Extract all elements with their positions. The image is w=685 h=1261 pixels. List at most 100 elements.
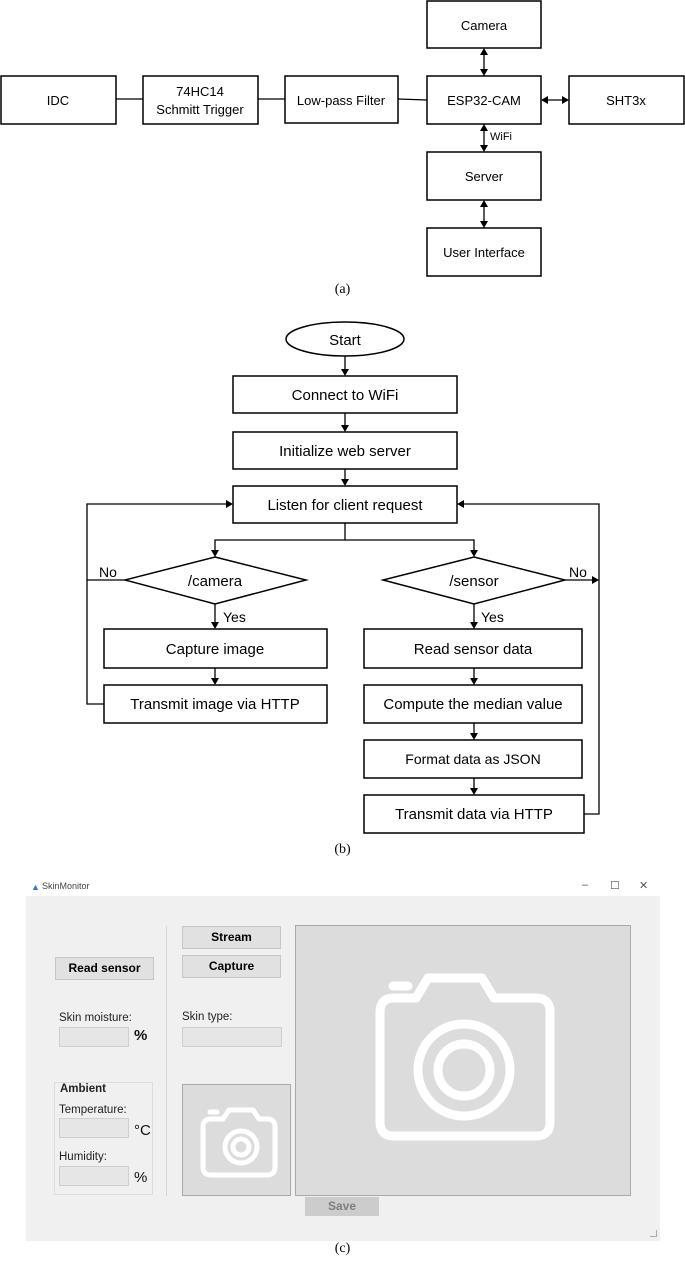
node-transmit-image-label: Transmit image via HTTP: [130, 696, 299, 713]
arrowhead: [341, 425, 349, 432]
capture-button[interactable]: Capture: [182, 955, 281, 978]
title-bar: ▲ SkinMonitor – ☐ ✕: [26, 876, 660, 896]
arrowhead: [562, 96, 569, 104]
node-init-server: Initialize web server: [232, 431, 458, 470]
temperature-unit: °C: [134, 1122, 151, 1139]
camera-preview: [295, 925, 631, 1196]
flowchart: Start Connect to WiFi Initialize web ser…: [86, 321, 600, 834]
node-user-interface: User Interface: [426, 227, 542, 277]
node-server-label: Server: [465, 169, 504, 184]
camera-placeholder-icon: [200, 1107, 278, 1178]
arrowhead: [457, 500, 464, 508]
edge-listen-split: [214, 523, 346, 553]
save-button[interactable]: Save: [305, 1197, 379, 1216]
arrowhead: [480, 124, 488, 131]
node-read-sensor-label: Read sensor data: [414, 641, 533, 658]
skin-type-field[interactable]: [182, 1027, 282, 1047]
arrowhead: [480, 221, 488, 228]
skin-moisture-field[interactable]: [59, 1027, 129, 1047]
caption-c: (c): [334, 1241, 351, 1256]
maximize-button[interactable]: ☐: [610, 880, 620, 892]
arrowhead: [470, 550, 478, 557]
skin-moisture-label: Skin moisture:: [59, 1012, 132, 1024]
node-sensor-decision: /sensor: [380, 556, 568, 605]
read-sensor-button[interactable]: Read sensor: [55, 957, 154, 980]
node-start: Start: [285, 321, 405, 357]
ambient-title: Ambient: [60, 1083, 106, 1095]
label-no-left: No: [99, 564, 117, 580]
humidity-label: Humidity:: [59, 1151, 107, 1163]
block-diagram-edges: [116, 48, 569, 228]
arrowhead: [211, 550, 219, 557]
minimize-button[interactable]: –: [582, 879, 589, 891]
stream-button[interactable]: Stream: [182, 926, 281, 949]
ambient-group: [54, 1082, 153, 1195]
column-divider: [166, 926, 167, 1196]
arrowhead: [470, 678, 478, 685]
node-listen-label: Listen for client request: [267, 497, 423, 514]
node-read-sensor: Read sensor data: [363, 628, 583, 669]
node-json-label: Format data as JSON: [405, 751, 540, 767]
arrowhead: [470, 622, 478, 629]
arrowhead: [211, 622, 219, 629]
node-listen: Listen for client request: [232, 485, 458, 524]
arrowhead: [470, 733, 478, 740]
block-diagram: Camera IDC 74HC14 Schmitt Trigger Low-pa…: [0, 0, 685, 277]
label-yes-right: Yes: [481, 609, 504, 625]
node-schmitt-trigger: 74HC14 Schmitt Trigger: [142, 75, 259, 125]
node-format-json: Format data as JSON: [363, 739, 583, 779]
arrowhead: [592, 576, 599, 584]
edge-camera-loop: [86, 503, 228, 705]
node-camera-label: Camera: [461, 18, 508, 33]
node-idc-label: IDC: [47, 93, 69, 108]
node-camera-decision: /camera: [122, 556, 309, 605]
temperature-field[interactable]: [59, 1118, 129, 1138]
thumbnail-preview: [182, 1084, 291, 1196]
arrowhead: [480, 145, 488, 152]
skin-moisture-unit: %: [134, 1027, 148, 1044]
humidity-unit: %: [134, 1169, 148, 1186]
skin-drop-icon: ▲: [31, 882, 40, 892]
node-sensor-decision-label: /sensor: [449, 573, 498, 590]
edge-listen-split-right: [345, 539, 475, 553]
node-init-label: Initialize web server: [279, 443, 411, 460]
close-button[interactable]: ✕: [639, 880, 649, 892]
node-connect-wifi: Connect to WiFi: [232, 375, 458, 414]
node-schmitt-line1: 74HC14: [176, 84, 224, 99]
flowchart-edges: [86, 355, 600, 815]
skinmonitor-window: ▲ SkinMonitor – ☐ ✕ Read sensor Skin moi…: [26, 876, 660, 1241]
camera-preview-icon: [375, 973, 555, 1141]
wifi-label: WiFi: [490, 131, 512, 143]
main-panel: Read sensor Skin moisture: % Ambient Tem…: [26, 896, 660, 1241]
resize-grip-icon[interactable]: [650, 1230, 657, 1237]
arrowhead: [470, 788, 478, 795]
node-lowpass-label: Low-pass Filter: [297, 93, 386, 108]
node-esp32-cam: ESP32-CAM: [426, 75, 542, 125]
node-sht3x-label: SHT3x: [606, 93, 646, 108]
node-median: Compute the median value: [363, 684, 583, 724]
node-esp32-label: ESP32-CAM: [447, 93, 521, 108]
node-median-label: Compute the median value: [383, 696, 562, 713]
node-ui-label: User Interface: [443, 245, 525, 260]
node-capture-label: Capture image: [166, 641, 264, 658]
node-transmit-image: Transmit image via HTTP: [103, 684, 328, 724]
edge-sensor-loop: [462, 503, 600, 815]
caption-b: (b): [334, 842, 351, 857]
node-capture-image: Capture image: [103, 628, 328, 669]
node-schmitt-line2: Schmitt Trigger: [156, 102, 244, 117]
node-camera-decision-label: /camera: [188, 573, 243, 590]
node-transmit-data-label: Transmit data via HTTP: [395, 806, 553, 823]
node-lowpass-filter: Low-pass Filter: [284, 75, 399, 124]
skin-type-label: Skin type:: [182, 1011, 233, 1023]
arrowhead: [341, 479, 349, 486]
arrowhead: [480, 69, 488, 76]
arrowhead: [480, 48, 488, 55]
node-connect-label: Connect to WiFi: [292, 387, 399, 404]
arrowhead: [541, 96, 548, 104]
edge-lowpass-esp32: [397, 98, 428, 101]
arrowhead: [211, 678, 219, 685]
node-sht3x: SHT3x: [568, 75, 685, 125]
arrowhead: [341, 369, 349, 376]
arrowhead: [226, 500, 233, 508]
humidity-field[interactable]: [59, 1166, 129, 1186]
